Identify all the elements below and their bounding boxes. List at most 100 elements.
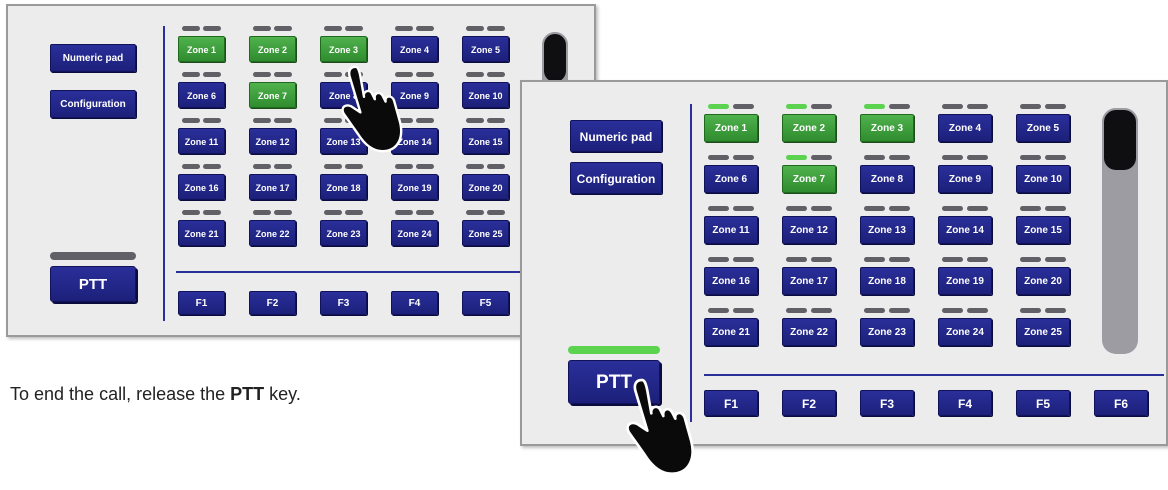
function-key-f5[interactable]: F5 [1016, 390, 1070, 416]
zone-button-18[interactable]: Zone 18 [860, 267, 914, 295]
zone-button-2[interactable]: Zone 2 [249, 36, 296, 62]
zone-indicator-left [394, 210, 413, 215]
zone-button-9[interactable]: Zone 9 [391, 82, 438, 108]
zone-indicator-right [811, 104, 832, 109]
zone-button-12[interactable]: Zone 12 [249, 128, 296, 154]
zone-button-24[interactable]: Zone 24 [938, 318, 992, 346]
zone-button-20[interactable]: Zone 20 [462, 174, 509, 200]
zone-button-23[interactable]: Zone 23 [320, 220, 367, 246]
zone-button-16[interactable]: Zone 16 [704, 267, 758, 295]
zone-button-11[interactable]: Zone 11 [704, 216, 758, 244]
function-key-label: F4 [957, 397, 972, 411]
numeric-pad-button[interactable]: Numeric pad [570, 120, 662, 152]
zone-button-21[interactable]: Zone 21 [178, 220, 225, 246]
ptt-status-indicator [50, 252, 136, 260]
zone-label: Zone 9 [399, 91, 429, 101]
zone-indicator-left [181, 26, 200, 31]
function-key-label: F5 [479, 298, 492, 309]
zone-button-24[interactable]: Zone 24 [391, 220, 438, 246]
ptt-button[interactable]: PTT [50, 266, 136, 302]
zone-label: Zone 20 [468, 183, 503, 193]
zone-button-10[interactable]: Zone 10 [1016, 165, 1070, 193]
zone-button-10[interactable]: Zone 10 [462, 82, 509, 108]
zone-button-5[interactable]: Zone 5 [462, 36, 509, 62]
zone-indicator-left [1020, 155, 1041, 160]
zone-indicator-left [786, 155, 807, 160]
zone-indicator-right [203, 72, 222, 77]
zone-indicator-left [864, 206, 885, 211]
zone-button-3[interactable]: Zone 3 [860, 114, 914, 142]
function-key-label: F5 [1035, 397, 1050, 411]
zone-button-25[interactable]: Zone 25 [1016, 318, 1070, 346]
zone-button-4[interactable]: Zone 4 [391, 36, 438, 62]
zone-button-17[interactable]: Zone 17 [782, 267, 836, 295]
zone-button-5[interactable]: Zone 5 [1016, 114, 1070, 142]
function-key-label: F3 [879, 397, 894, 411]
zone-indicator-left [708, 308, 729, 313]
ptt-label: PTT [596, 372, 632, 393]
function-key-f1[interactable]: F1 [704, 390, 758, 416]
zone-button-22[interactable]: Zone 22 [782, 318, 836, 346]
zone-button-6[interactable]: Zone 6 [178, 82, 225, 108]
zone-indicator-left [252, 118, 271, 123]
zone-indicator-left [394, 164, 413, 169]
function-key-f3[interactable]: F3 [320, 291, 367, 315]
function-key-f2[interactable]: F2 [782, 390, 836, 416]
numeric-pad-button[interactable]: Numeric pad [50, 44, 136, 72]
zone-indicator-left [252, 164, 271, 169]
zone-label: Zone 13 [326, 137, 361, 147]
pointing-hand-icon [618, 374, 698, 487]
zone-button-13[interactable]: Zone 13 [860, 216, 914, 244]
function-row-divider [176, 271, 521, 273]
function-key-f1[interactable]: F1 [178, 291, 225, 315]
zone-indicator-left [864, 104, 885, 109]
zone-button-25[interactable]: Zone 25 [462, 220, 509, 246]
function-key-f4[interactable]: F4 [938, 390, 992, 416]
zone-button-12[interactable]: Zone 12 [782, 216, 836, 244]
zone-button-20[interactable]: Zone 20 [1016, 267, 1070, 295]
zone-button-9[interactable]: Zone 9 [938, 165, 992, 193]
zone-indicator-right [889, 308, 910, 313]
zone-label: Zone 1 [186, 45, 216, 55]
zone-scrollbar-thumb[interactable] [542, 32, 568, 84]
zone-button-19[interactable]: Zone 19 [391, 174, 438, 200]
zone-indicator-left [323, 164, 342, 169]
zone-button-7[interactable]: Zone 7 [249, 82, 296, 108]
zone-button-3[interactable]: Zone 3 [320, 36, 367, 62]
zone-button-14[interactable]: Zone 14 [938, 216, 992, 244]
function-key-f5[interactable]: F5 [462, 291, 509, 315]
function-key-f2[interactable]: F2 [249, 291, 296, 315]
zone-button-15[interactable]: Zone 15 [462, 128, 509, 154]
function-key-label: F1 [723, 397, 738, 411]
zone-indicator-left [465, 72, 484, 77]
zone-button-21[interactable]: Zone 21 [704, 318, 758, 346]
zone-button-22[interactable]: Zone 22 [249, 220, 296, 246]
zone-button-1[interactable]: Zone 1 [704, 114, 758, 142]
configuration-button[interactable]: Configuration [570, 162, 662, 194]
function-key-f6[interactable]: F6 [1094, 390, 1148, 416]
zone-button-8[interactable]: Zone 8 [860, 165, 914, 193]
zone-label: Zone 17 [255, 183, 290, 193]
function-key-f3[interactable]: F3 [860, 390, 914, 416]
zone-button-18[interactable]: Zone 18 [320, 174, 367, 200]
zone-button-11[interactable]: Zone 11 [178, 128, 225, 154]
zone-scrollbar-thumb[interactable] [1102, 108, 1138, 172]
zone-button-19[interactable]: Zone 19 [938, 267, 992, 295]
zone-label: Zone 4 [948, 123, 982, 134]
configuration-button[interactable]: Configuration [50, 90, 136, 118]
zone-indicator-left [323, 118, 342, 123]
zone-button-15[interactable]: Zone 15 [1016, 216, 1070, 244]
ptt-status-indicator [568, 346, 660, 354]
zone-button-4[interactable]: Zone 4 [938, 114, 992, 142]
zone-button-6[interactable]: Zone 6 [704, 165, 758, 193]
zone-button-7[interactable]: Zone 7 [782, 165, 836, 193]
zone-button-17[interactable]: Zone 17 [249, 174, 296, 200]
zone-scrollbar[interactable] [1102, 108, 1138, 354]
zone-button-23[interactable]: Zone 23 [860, 318, 914, 346]
zone-button-2[interactable]: Zone 2 [782, 114, 836, 142]
function-key-f4[interactable]: F4 [391, 291, 438, 315]
zone-button-16[interactable]: Zone 16 [178, 174, 225, 200]
zone-button-1[interactable]: Zone 1 [178, 36, 225, 62]
zone-indicator-right [811, 155, 832, 160]
